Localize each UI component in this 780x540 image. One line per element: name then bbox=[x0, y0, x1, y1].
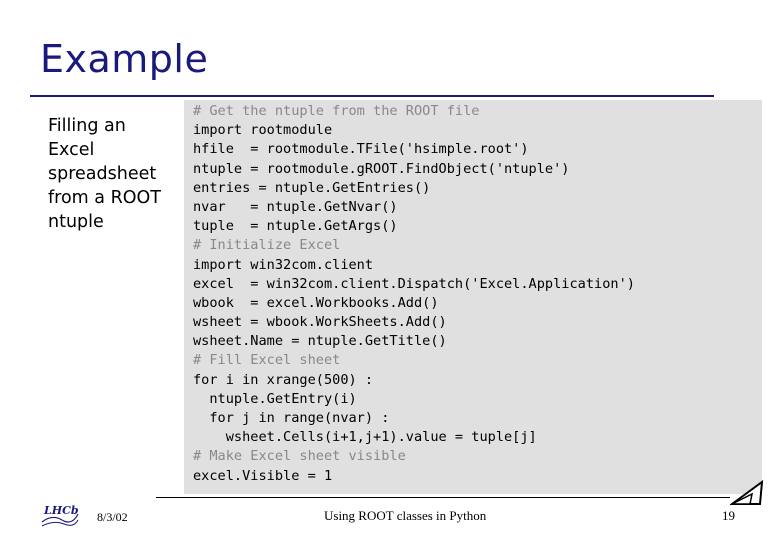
code-line: for i in xrange(500) : bbox=[193, 371, 374, 388]
code-line: wsheet.Cells(i+1,j+1).value = tuple[j] bbox=[193, 429, 537, 446]
footer-presentation-title: Using ROOT classes in Python bbox=[324, 508, 487, 523]
code-line: excel.Visible = 1 bbox=[193, 467, 333, 484]
code-line: # Get the ntuple from the ROOT file bbox=[193, 103, 480, 119]
code-line: nvar = ntuple.GetNvar() bbox=[193, 198, 398, 215]
code-line: # Make Excel sheet visible bbox=[193, 448, 406, 465]
code-line: wsheet.Name = ntuple.GetTitle() bbox=[193, 333, 447, 350]
code-listing-panel: # Get the ntuple from the ROOT file impor… bbox=[184, 100, 762, 494]
code-line: for j in range(nvar) : bbox=[193, 410, 390, 426]
code-line: wsheet = wbook.WorkSheets.Add() bbox=[193, 314, 447, 331]
code-line: tuple = ntuple.GetArgs() bbox=[193, 218, 398, 235]
caption-line: Excel bbox=[48, 140, 95, 160]
code-line: ntuple = rootmodule.gROOT.FindObject('nt… bbox=[193, 160, 570, 177]
code-line: hfile = rootmodule.TFile('hsimple.root') bbox=[193, 141, 529, 158]
code-listing: # Get the ntuple from the ROOT file impor… bbox=[193, 102, 635, 486]
code-line: # Fill Excel sheet bbox=[193, 352, 341, 369]
code-line: excel = win32com.client.Dispatch('Excel.… bbox=[193, 275, 635, 292]
page-curl-icon bbox=[730, 479, 764, 505]
slide-title: Example bbox=[40, 37, 209, 81]
footer-page-number: 19 bbox=[722, 508, 735, 523]
caption-line: spreadsheet bbox=[48, 164, 157, 184]
caption-line: Filling an bbox=[48, 116, 126, 136]
slide-caption: Filling an Excel spreadsheet from a ROOT… bbox=[48, 114, 188, 234]
code-line: import rootmodule bbox=[193, 122, 333, 139]
code-line: ntuple.GetEntry(i) bbox=[193, 390, 357, 407]
footer-date: 8/3/02 bbox=[97, 510, 128, 524]
code-line: wbook = excel.Workbooks.Add() bbox=[193, 294, 439, 311]
caption-line: from a ROOT bbox=[48, 188, 161, 208]
code-line: # Initialize Excel bbox=[193, 237, 341, 254]
lhcb-logo-icon: LHCb bbox=[41, 501, 79, 529]
title-divider bbox=[30, 95, 714, 97]
code-line: entries = ntuple.GetEntries() bbox=[193, 179, 431, 196]
caption-line: ntuple bbox=[48, 212, 104, 232]
footer-divider bbox=[156, 497, 730, 498]
svg-text:LHCb: LHCb bbox=[43, 504, 79, 517]
code-line: import win32com.client bbox=[193, 256, 374, 273]
